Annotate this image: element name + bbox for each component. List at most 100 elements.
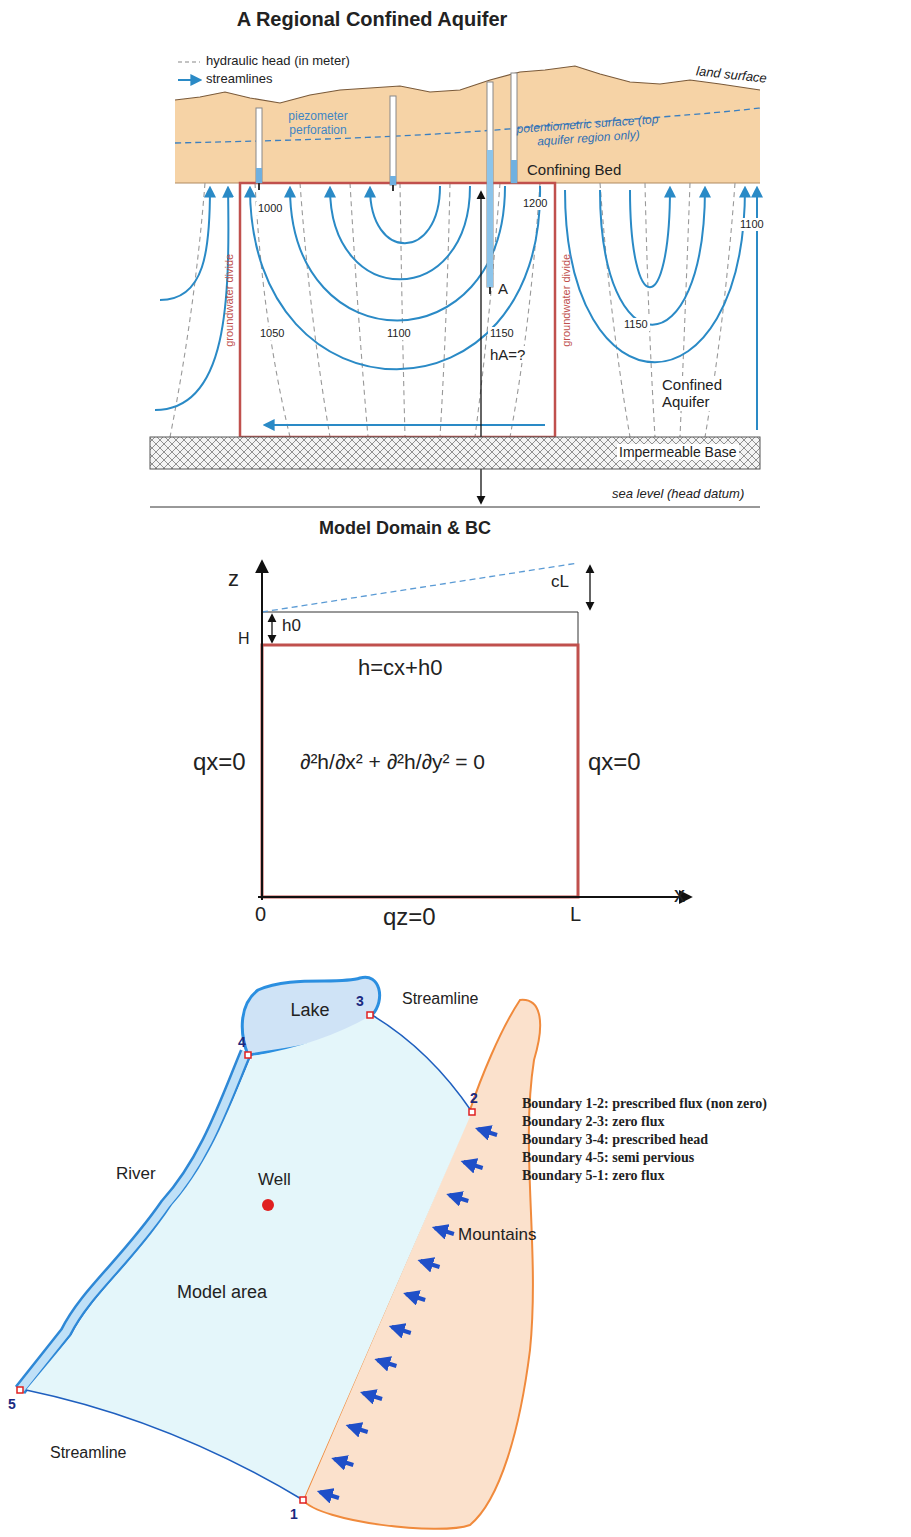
boundary-note: Boundary 3-4: prescribed head: [522, 1132, 708, 1148]
label: 1: [290, 1506, 298, 1522]
label: A: [498, 280, 508, 297]
head-contours: [600, 183, 630, 437]
label: ∂²h/∂x² + ∂²h/∂y² = 0: [300, 750, 485, 774]
label: 1050: [258, 327, 286, 340]
boundary-note: Boundary 5-1: zero flux: [522, 1168, 664, 1184]
label: 1100: [738, 218, 766, 231]
legend-dash-sample: [178, 61, 200, 62]
streamlines: [370, 186, 440, 243]
boundary-note: Boundary 1-2: prescribed flux (non zero): [522, 1096, 767, 1112]
label: Streamline: [50, 1444, 126, 1462]
model-domain: [262, 563, 578, 612]
streamlines: [630, 188, 670, 287]
model-domain: [589, 566, 590, 609]
piezometers: [487, 150, 493, 287]
streamlines: [155, 188, 228, 410]
piezometers: [256, 73, 517, 294]
head-contours: [170, 183, 735, 437]
inflow-arrow: [478, 1129, 497, 1135]
label: Well: [258, 1170, 291, 1190]
piezometers: [256, 168, 262, 183]
label: Confined Aquifer: [660, 376, 744, 411]
model-domain: [578, 612, 579, 645]
inflow-arrow: [334, 1459, 353, 1465]
inflow-arrow: [349, 1426, 368, 1432]
label: groundwater divide: [560, 254, 573, 347]
corner-marker: [469, 1109, 475, 1115]
domain-box: [262, 645, 578, 897]
inflow-arrow: [449, 1195, 468, 1201]
piezometers: [259, 183, 490, 294]
head-contours: [400, 183, 405, 437]
piezometers: [256, 108, 262, 183]
label: piezometer perforation: [268, 110, 368, 138]
label: Impermeable Base: [617, 444, 739, 460]
label: 1000: [256, 202, 284, 215]
label: 4: [238, 1034, 246, 1050]
label: 1100: [385, 327, 413, 340]
label: 0: [255, 903, 266, 926]
inflow-arrow: [392, 1327, 411, 1333]
well-dot: [262, 1199, 274, 1211]
inflow-arrow: [435, 1228, 454, 1234]
label: Mountains: [458, 1225, 536, 1245]
x-axis: [258, 896, 690, 898]
node-label: Lake: [290, 1000, 329, 1021]
model-area: Model area: [12, 1005, 477, 1507]
streamlines: [330, 186, 470, 279]
inflow-arrow: [363, 1393, 382, 1399]
corner-marker: [367, 1012, 373, 1018]
model-region-box: [240, 183, 555, 437]
piezometers: [390, 176, 396, 185]
model-domain: [258, 562, 690, 900]
piezometers: [390, 96, 396, 185]
label: qx=0: [588, 748, 641, 776]
streamlines: [250, 186, 540, 369]
confining-bed: [175, 66, 760, 183]
streamline-boundary: [26, 1390, 303, 1500]
piezometers: [511, 160, 517, 183]
label: 1150: [622, 318, 650, 331]
inflow-arrow: [406, 1294, 425, 1300]
label: River: [116, 1164, 156, 1184]
piezometers: [487, 82, 493, 287]
node-label: Model area: [177, 1282, 267, 1303]
impermeable-base: [150, 437, 760, 469]
boundary-note: Boundary 2-3: zero flux: [522, 1114, 664, 1130]
label: groundwater divide: [223, 254, 236, 347]
corner-marker: [17, 1387, 23, 1393]
inflow-arrow: [377, 1360, 396, 1366]
inflow-arrow: [464, 1162, 483, 1168]
model-domain: [262, 612, 578, 613]
sea-level-line: [150, 507, 760, 508]
head-contours: [510, 183, 540, 437]
label: qz=0: [383, 903, 436, 931]
head-contours: [300, 183, 330, 437]
streamline-boundary: [372, 1015, 472, 1112]
corner-marker: [300, 1497, 306, 1503]
label: sea level (head datum): [612, 487, 744, 502]
streamlines: [155, 186, 757, 430]
corner-marker: [245, 1052, 251, 1058]
label: 3: [356, 993, 364, 1009]
model-area-shape: [26, 1015, 472, 1500]
label: 1200: [521, 197, 549, 210]
label: Model Domain & BC: [319, 518, 491, 539]
label: 2: [470, 1090, 478, 1106]
model-area-shape: [12, 1005, 477, 1507]
streamlines: [565, 188, 745, 362]
model-domain: [271, 615, 272, 642]
streamlines: [600, 188, 705, 325]
map: [20, 1000, 540, 1529]
model-area-shape: [26, 1015, 472, 1500]
legend-arrow-sample: [178, 79, 200, 81]
streamlines: [265, 424, 545, 426]
label: h0: [282, 616, 301, 636]
boundary-note: Boundary 4-5: semi pervious: [522, 1150, 694, 1166]
legend-text: streamlines: [206, 72, 272, 87]
label: cL: [551, 572, 569, 592]
label: Confining Bed: [527, 161, 621, 178]
head-contours: [645, 183, 655, 437]
inflow-arrow: [320, 1492, 339, 1498]
